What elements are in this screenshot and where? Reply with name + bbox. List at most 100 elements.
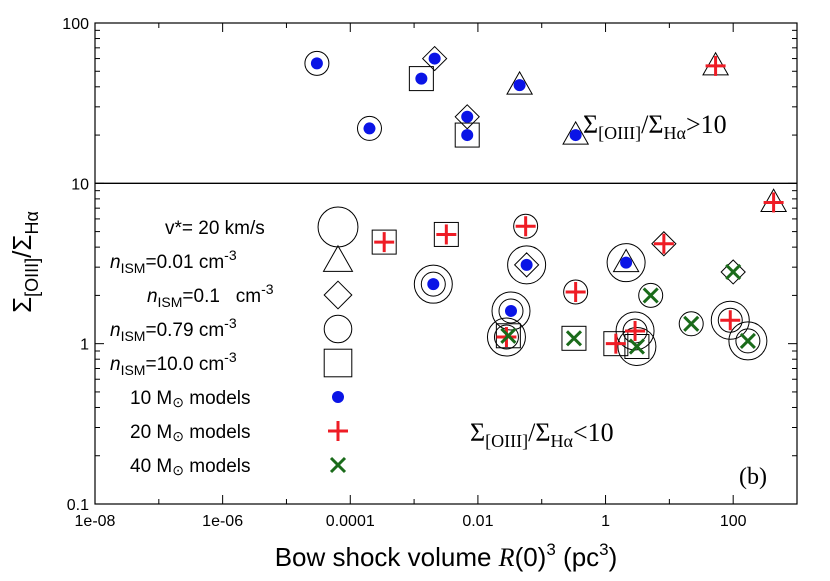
big-circle-frame <box>617 327 657 367</box>
x-title-sup: 3 <box>546 540 555 559</box>
marker-frame-layer <box>304 45 788 367</box>
panel-label: (b) <box>739 464 767 490</box>
triangle-frame <box>322 244 354 272</box>
legend-label-density-4: nISM=10.0 cm-3 <box>110 349 237 378</box>
annotation-upper-sym1: Σ <box>583 110 598 139</box>
square-frame <box>561 325 587 351</box>
cross-marker-b <box>642 287 659 304</box>
cross-marker-b <box>500 327 517 344</box>
circle-frame <box>498 298 524 324</box>
legend-density-4-rest: =10.0 cm <box>145 354 224 375</box>
big-circle-frame <box>606 243 646 283</box>
plus-marker <box>374 232 395 253</box>
circle-frame <box>678 311 704 337</box>
legend-density-3-n: n <box>110 320 121 341</box>
square-frame <box>624 334 650 360</box>
triangle-frame <box>612 248 640 273</box>
y-title-sym2: Σ <box>7 235 37 251</box>
legend-label-20msun: 20 M⊙ models <box>130 422 251 444</box>
square-frame <box>433 221 459 247</box>
y-tick-label: 1 <box>80 337 89 354</box>
square-frame <box>408 66 434 92</box>
legend-density-2-n: n <box>147 286 158 307</box>
triangle-frame <box>562 120 590 145</box>
cross-marker-b <box>683 315 700 332</box>
y-tick-label: 0.1 <box>67 497 89 514</box>
dot-marker <box>461 129 474 142</box>
big-circle-frame <box>413 264 453 304</box>
circle-frame <box>513 213 539 239</box>
dot-marker <box>620 256 633 269</box>
diamond-frame <box>513 252 540 278</box>
tick-layer <box>94 22 798 505</box>
cross-marker <box>565 330 583 347</box>
circle-frame <box>717 307 743 333</box>
legend-10msun-sun: ⊙ <box>172 394 184 410</box>
big-circle-frame <box>317 206 359 248</box>
big-circle-frame <box>486 317 526 357</box>
dot-marker <box>569 129 582 142</box>
legend-20msun-sun: ⊙ <box>172 428 184 444</box>
legend-10msun-post: models <box>184 388 251 409</box>
plus-marker <box>328 421 348 441</box>
annotation-upper-sub1: [OIII] <box>598 123 641 143</box>
circle-frame <box>420 271 446 297</box>
x-tick-label: 0.01 <box>462 513 493 530</box>
legend-label-10msun: 10 M⊙ models <box>130 388 251 410</box>
diamond-frame <box>454 104 480 130</box>
x-title-suffix: (pc <box>556 542 599 572</box>
legend-density-4-n: n <box>110 354 121 375</box>
data-point-layer <box>310 52 784 355</box>
annotation-lower-sym1: Σ <box>470 418 485 447</box>
y-tick-label: 100 <box>62 16 89 33</box>
legend-20msun-post: models <box>184 422 251 443</box>
x-axis-title: Bow shock volume R(0)3 (pc3) <box>275 540 618 572</box>
annotation-lower-sub2: Hα <box>551 431 574 451</box>
dot-marker <box>504 304 517 317</box>
circle-frame <box>304 50 330 76</box>
circle-frame <box>356 115 382 141</box>
plus-marker <box>605 333 626 354</box>
cross-marker <box>725 263 742 281</box>
square-frame <box>454 122 480 148</box>
annotation-upper-slash: / <box>641 110 649 139</box>
dot-marker <box>461 110 474 123</box>
circle-frame <box>638 282 664 308</box>
legend-density-1-sup: -3 <box>224 247 237 263</box>
legend: v*= 20 km/s nISM=0.01 cm-3 nISM=0.1 cm-3… <box>110 206 359 478</box>
legend-density-3-sup: -3 <box>224 315 237 331</box>
annotation-upper-sym2: Σ <box>648 110 663 139</box>
big-circle-frame <box>507 245 547 285</box>
cross-marker <box>329 456 347 474</box>
diamond-frame <box>720 259 746 285</box>
legend-density-4-sub: ISM <box>121 362 146 378</box>
legend-label-density-2: nISM=0.1 cm-3 <box>110 278 300 310</box>
annotation-lower-sub1: [OIII] <box>485 431 528 451</box>
plus-marker <box>625 320 646 341</box>
legend-symbols <box>317 206 359 474</box>
x-tick-label: 100 <box>720 513 747 530</box>
x-tick-label: 1 <box>601 513 610 530</box>
x-title-mid: (0) <box>515 542 547 572</box>
legend-density-1-n: n <box>110 252 121 273</box>
circle-frame <box>735 328 761 354</box>
legend-40msun-pre: 40 M <box>130 456 172 477</box>
legend-40msun-sun: ⊙ <box>172 462 184 478</box>
dot-marker <box>427 278 440 291</box>
legend-density-1-rest: =0.01 cm <box>145 252 224 273</box>
diamond-frame <box>421 45 448 72</box>
big-circle-frame <box>728 321 768 361</box>
x-tick-label: 0.0001 <box>326 513 375 530</box>
y-title-sub2: Hα <box>22 211 42 234</box>
dot-marker <box>513 79 526 92</box>
annotation-lower-slash: / <box>528 418 536 447</box>
annotation-lower: Σ[OIII]/ΣHα<10 <box>470 418 614 451</box>
circle-frame <box>323 314 353 344</box>
legend-density-3-rest: =0.79 cm <box>145 320 224 341</box>
legend-40msun-post: models <box>184 456 251 477</box>
plus-marker <box>515 216 536 237</box>
x-title-close: ) <box>609 542 618 572</box>
cross-marker-b <box>739 332 756 349</box>
